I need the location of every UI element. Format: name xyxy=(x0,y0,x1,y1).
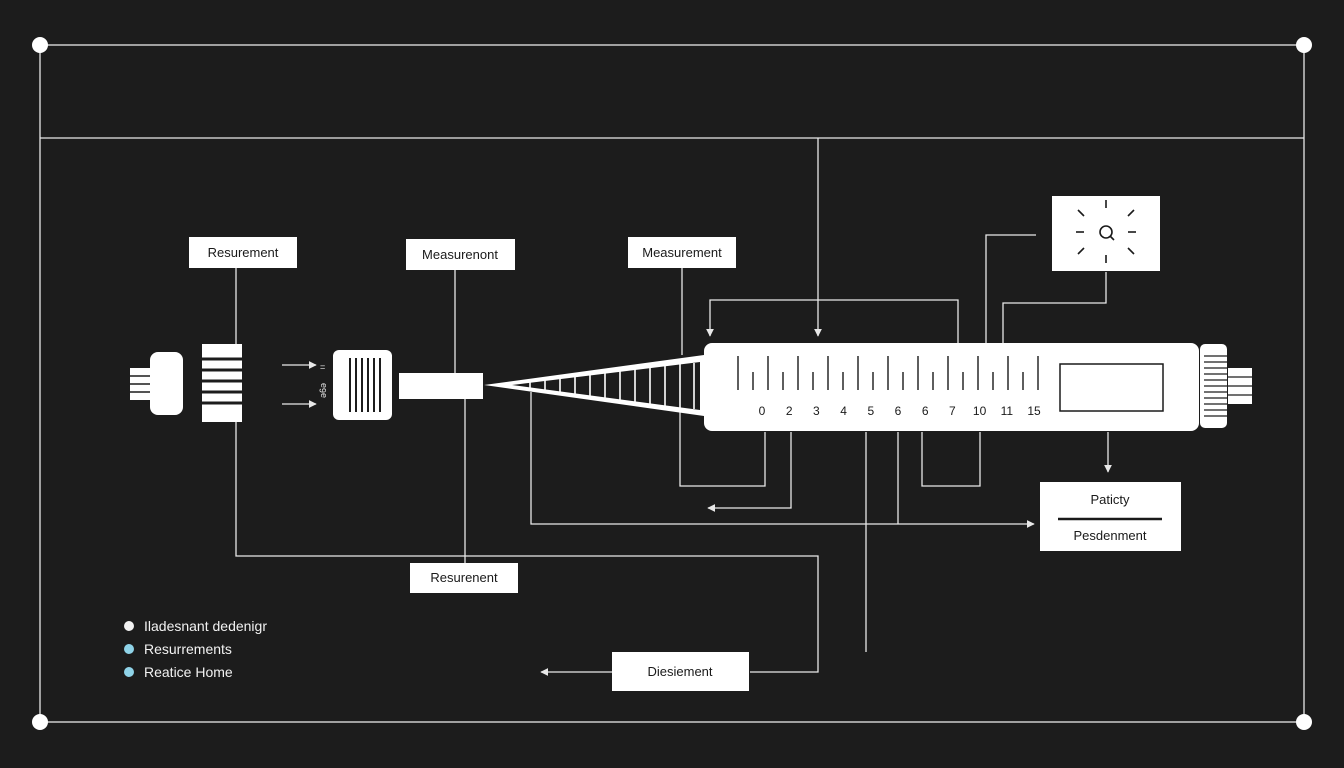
ruler-number: 3 xyxy=(813,404,820,418)
device-grip xyxy=(333,350,392,420)
svg-text:Measurement: Measurement xyxy=(642,245,722,260)
ruler-number: 6 xyxy=(895,404,902,418)
device-shaft xyxy=(399,373,483,399)
sensor-box xyxy=(1052,196,1160,271)
label-measurement: Measurement xyxy=(628,237,736,268)
label-measurenont: Measurenont xyxy=(406,239,515,270)
ruler-number: 10 xyxy=(973,404,987,418)
svg-text:Reatice Home: Reatice Home xyxy=(144,664,233,680)
label-pesdenment: Pesdenment xyxy=(1074,528,1147,543)
ruler-number: 7 xyxy=(949,404,956,418)
svg-text:Resurement: Resurement xyxy=(208,245,279,260)
svg-text:Iladesnant dedenigr: Iladesnant dedenigr xyxy=(144,618,267,634)
corner-dot-bottom-right xyxy=(1296,714,1312,730)
legend-dot-3 xyxy=(124,667,134,677)
ruler-numbers: 0 2 3 4 5 6 6 7 10 11 15 xyxy=(759,404,1041,418)
ruler-ticks xyxy=(737,356,1039,390)
device-end-connector xyxy=(130,352,183,415)
device-side-marks: = ə6ə xyxy=(318,362,328,398)
device-cone xyxy=(484,355,704,416)
label-resurement-top: Resurement xyxy=(189,237,297,268)
ruler-number: 5 xyxy=(867,404,874,418)
legend-item-3: Reatice Home xyxy=(124,664,233,680)
ruler-number: 4 xyxy=(840,404,847,418)
label-diesiement: Diesiement xyxy=(612,652,749,691)
connector-lines xyxy=(235,138,1112,676)
legend: Iladesnant dedenigr Resurrements Reatice… xyxy=(124,618,267,680)
svg-text:Measurenont: Measurenont xyxy=(422,247,498,262)
legend-item-1: Iladesnant dedenigr xyxy=(124,618,267,634)
ruler-number: 15 xyxy=(1027,404,1041,418)
ruler-number: 11 xyxy=(1001,404,1014,418)
corner-dot-bottom-left xyxy=(32,714,48,730)
label-paticty: Paticty xyxy=(1090,492,1130,507)
svg-text:Diesiement: Diesiement xyxy=(647,664,712,679)
label-resurenent-bottom: Resurenent xyxy=(410,563,518,593)
legend-dot-1 xyxy=(124,621,134,631)
ruler-number: 0 xyxy=(759,404,766,418)
equals-glyph: = xyxy=(320,362,325,372)
legend-dot-2 xyxy=(124,644,134,654)
outer-frame xyxy=(39,44,1305,723)
ruler-display-window xyxy=(1059,363,1164,412)
ruler-number: 6 xyxy=(922,404,929,418)
legend-item-2: Resurrements xyxy=(124,641,232,657)
svg-text:Resurrements: Resurrements xyxy=(144,641,232,657)
corner-dot-top-right xyxy=(1296,37,1312,53)
svg-text:Resurenent: Resurenent xyxy=(430,570,498,585)
device-coil xyxy=(202,344,242,422)
side-vertical-text: ə6ə xyxy=(318,383,328,398)
ruler-end-cap xyxy=(1200,344,1252,428)
ruler-number: 2 xyxy=(786,404,793,418)
corner-dot-top-left xyxy=(32,37,48,53)
frame-corner-dots xyxy=(32,37,1312,730)
label-paticty-pesdenment: Paticty Pesdenment xyxy=(1040,482,1181,551)
light-sensor-icon xyxy=(1076,200,1136,263)
